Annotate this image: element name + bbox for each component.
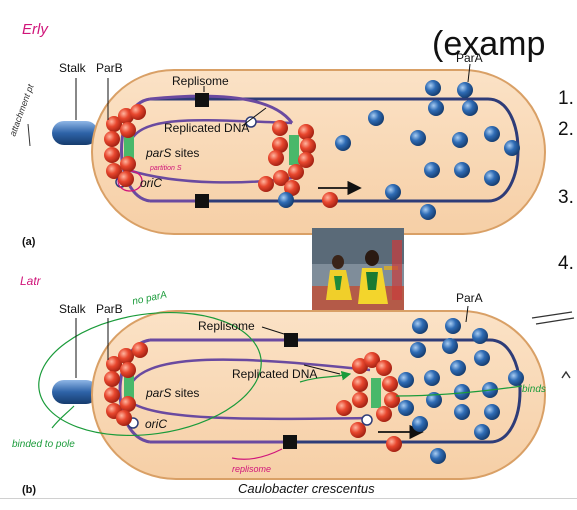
slide-bottom-border: [0, 498, 577, 499]
label-pars-italic: parS: [145, 146, 171, 160]
panel-label-b: (b): [22, 484, 36, 496]
panel-label-a: (a): [22, 236, 36, 248]
handwriting-early: Erly: [22, 21, 49, 38]
oric-circle-b: [361, 414, 373, 426]
panel-b: Latr no parA binded to pole: [12, 274, 546, 496]
label-replicated-dna: Replicated DNA: [164, 121, 249, 135]
cell-body: [91, 310, 546, 480]
handwriting-bracket: [27, 123, 31, 147]
handwriting-replisome-underline: [231, 448, 283, 460]
replisome: [283, 435, 297, 449]
stalk: [52, 121, 98, 145]
para-cluster: [398, 318, 524, 464]
slide-title: (examp: [432, 25, 545, 63]
replicated-dna-inner: [126, 358, 371, 421]
label-pars-italic: parS: [145, 386, 171, 400]
label-replisome: Replisome: [198, 319, 255, 333]
pars-site-left: [124, 371, 134, 403]
leader-replicated-dna: [303, 364, 341, 375]
leader-replicated-dna: [241, 107, 267, 127]
chromosome-dna: [150, 338, 522, 444]
replisome: [284, 333, 298, 347]
list-number-3: 3.: [558, 187, 574, 208]
stalk: [52, 380, 98, 404]
figure-caption: Caulobacter crescentus: [238, 481, 375, 496]
label-oric: oriC: [140, 176, 162, 190]
handwriting-attachment: attachment pt: [8, 82, 36, 137]
handwriting-later: Latr: [20, 274, 42, 288]
handwriting-partition: partition S: [149, 165, 182, 172]
label-oric: oriC: [145, 417, 167, 431]
parb-cluster-right: [336, 352, 402, 452]
photo-runners: [312, 228, 404, 316]
pars-site-right: [371, 378, 381, 408]
list-number-1: 1.: [558, 88, 574, 109]
caret-mark: [561, 370, 571, 379]
label-parb: ParB: [96, 302, 123, 316]
parb-cluster-right: [258, 120, 338, 208]
label-stalk: Stalk: [59, 61, 87, 75]
label-pars-rest: sites: [171, 386, 199, 400]
label-pars-rest: sites: [171, 146, 199, 160]
replisome: [195, 194, 209, 208]
list-number-2: 2.: [558, 119, 574, 140]
leader-replisome: [261, 326, 285, 335]
pars-site-right: [289, 135, 299, 165]
label-replisome: Replisome: [172, 74, 229, 88]
label-pars-sites: parS sites: [145, 386, 199, 400]
handwriting-binded-to-pole: binded to pole: [12, 439, 75, 450]
handwriting-scribble: [531, 311, 575, 325]
replicated-dna-strand: [149, 94, 294, 124]
handwriting-pole-loop: [38, 311, 262, 437]
list-number-4: 4.: [558, 253, 574, 274]
panel-a: Erly attachment pt: [8, 21, 546, 248]
replisome: [195, 93, 209, 107]
label-para: ParA: [456, 291, 483, 305]
label-replicated-dna: Replicated DNA: [232, 367, 317, 381]
label-para: ParA: [456, 51, 483, 65]
label-stalk: Stalk: [59, 302, 87, 316]
handwriting-arrow-binds: [395, 385, 523, 397]
para-cluster: [278, 80, 520, 220]
leader-para: [465, 305, 469, 323]
parb-cluster-left: [104, 104, 146, 187]
handwriting-replisome: replisome: [232, 464, 271, 474]
leader-para: [467, 63, 471, 83]
parb-cluster-left: [104, 342, 148, 426]
handwriting-no-para: no parA: [131, 290, 168, 308]
handwriting-green-line: [51, 405, 75, 429]
label-parb: ParB: [96, 61, 123, 75]
label-pars-sites: parS sites: [145, 146, 199, 160]
handwriting-arrow-right: [299, 370, 352, 383]
handwriting-binds: binds: [522, 384, 546, 395]
pars-site-left: [124, 132, 134, 164]
oric-circle-b: [245, 116, 257, 128]
